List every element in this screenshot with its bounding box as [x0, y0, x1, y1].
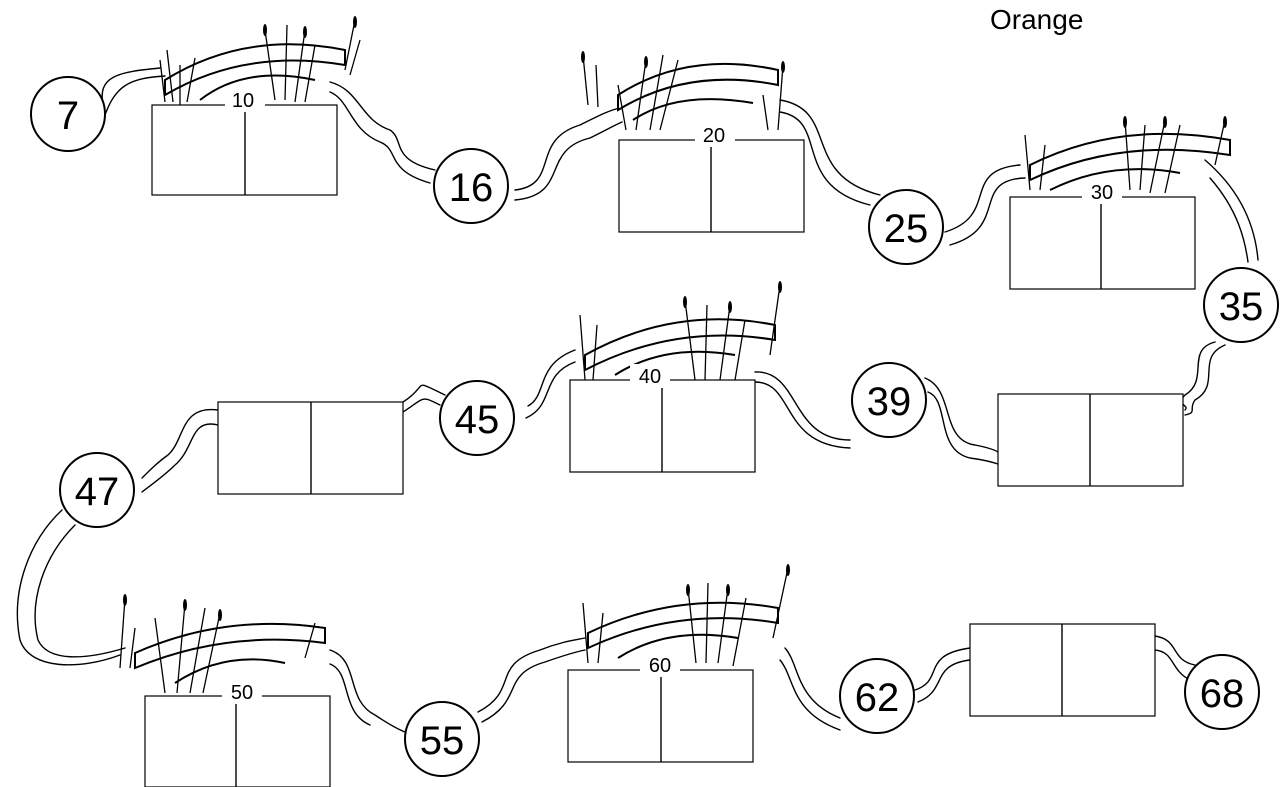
- answer-box: [969, 623, 1156, 717]
- stone: 62: [839, 658, 915, 734]
- bridge-decoration: [1024, 116, 1231, 194]
- answer-box: 40: [569, 364, 756, 473]
- stone: 35: [1203, 267, 1279, 343]
- box-label-20: 20: [703, 125, 725, 147]
- stone: 47: [59, 452, 135, 528]
- stone: 68: [1184, 654, 1260, 730]
- stone: 39: [851, 362, 927, 438]
- stone: 7: [30, 76, 106, 152]
- bridge-decoration: [582, 564, 790, 667]
- stone-value: 45: [455, 398, 500, 442]
- stone: 55: [404, 701, 480, 777]
- stone-value: 25: [884, 207, 929, 251]
- answer-box: 60: [567, 653, 754, 763]
- box-label-30: 30: [1091, 182, 1113, 204]
- box-label-50: 50: [231, 682, 253, 704]
- stone: 25: [868, 189, 944, 265]
- stream-paths: [16, 67, 1259, 733]
- box-label-40: 40: [639, 366, 661, 388]
- answer-box: 20: [618, 123, 805, 233]
- answer-box: 30: [1009, 180, 1196, 290]
- bridge-decoration: [119, 594, 326, 694]
- stone-value: 68: [1200, 672, 1245, 716]
- answer-box: [997, 393, 1184, 487]
- stone-value: 16: [449, 166, 494, 210]
- stone-value: 7: [57, 94, 79, 138]
- box-label-10: 10: [232, 90, 254, 112]
- stone-value: 55: [420, 719, 465, 763]
- stone-value: 39: [867, 380, 912, 424]
- stone-value: 62: [855, 676, 900, 720]
- stone-value: 35: [1219, 285, 1264, 329]
- stone: 16: [433, 148, 509, 224]
- stone-value: 47: [75, 470, 120, 514]
- box-label-60: 60: [649, 655, 671, 677]
- number-stones: 7 16 25 35 39 45 47 55: [30, 76, 1279, 777]
- stone: 45: [439, 380, 515, 456]
- answer-boxes: 10 20 30 40: [144, 88, 1196, 787]
- bridge-decoration: [579, 281, 782, 381]
- bridge-decoration: [581, 51, 785, 131]
- answer-box: 50: [144, 680, 331, 787]
- answer-box: 10: [151, 88, 338, 196]
- worksheet-title: Orange: [990, 4, 1084, 35]
- answer-box: [217, 401, 404, 495]
